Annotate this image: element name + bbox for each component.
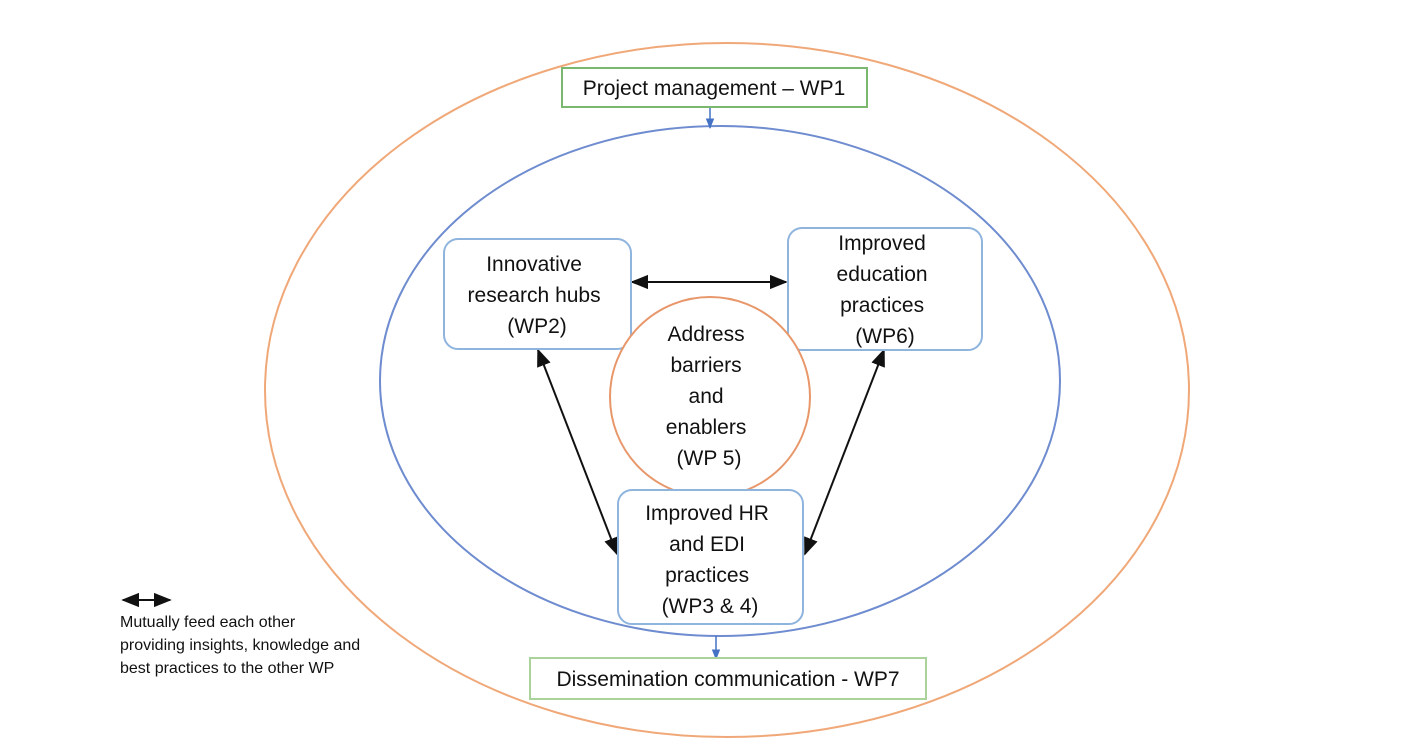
wp2-label-line: research hubs	[468, 284, 601, 307]
wp34-box	[617, 489, 804, 625]
wp2-wp34-feedback-arrow	[537, 348, 618, 556]
wp2-label-line: Innovative	[486, 253, 582, 276]
wp5-label: Address barriers and enablers (WP 5)	[666, 323, 752, 470]
wp6-label-line: education	[837, 263, 928, 286]
wp7-label: Dissemination communication - WP7	[556, 668, 899, 691]
outer-project-ellipse	[264, 42, 1190, 738]
wp6-wp34-feedback-arrow	[804, 348, 885, 556]
wp5-label-line: (WP 5)	[677, 447, 742, 470]
wp2-box	[443, 238, 632, 350]
wp1-box	[561, 67, 868, 108]
wp34-label-line: practices	[665, 564, 749, 587]
wp34-label-line: (WP3 & 4)	[662, 595, 759, 618]
legend-line: providing insights, knowledge and	[120, 637, 360, 654]
wp6-label-line: (WP6)	[855, 325, 915, 348]
wp7-box	[529, 657, 927, 700]
wp2-label: Innovative research hubs (WP2)	[468, 253, 607, 338]
wp6-label-line: practices	[840, 294, 924, 317]
wp34-label-line: Improved HR	[645, 502, 769, 525]
wp6-box	[787, 227, 983, 351]
legend-line: Mutually feed each other	[120, 614, 296, 631]
wp5-label-line: barriers	[670, 354, 741, 377]
wp1-label: Project management – WP1	[583, 77, 846, 100]
legend-line: best practices to the other WP	[120, 660, 334, 677]
wp34-label: Improved HR and EDI practices (WP3 & 4)	[645, 502, 775, 618]
wp34-label-line: and EDI	[669, 533, 745, 556]
wp5-label-line: and	[689, 385, 724, 408]
wp5-label-line: Address	[668, 323, 745, 346]
inner-work-ellipse	[379, 125, 1061, 637]
wp5-label-line: enablers	[666, 416, 747, 439]
wp6-label: Improved education practices (WP6)	[837, 232, 934, 348]
wp2-label-line: (WP2)	[507, 315, 567, 338]
legend-text: Mutually feed each other providing insig…	[120, 614, 365, 677]
wp6-label-line: Improved	[838, 232, 926, 255]
